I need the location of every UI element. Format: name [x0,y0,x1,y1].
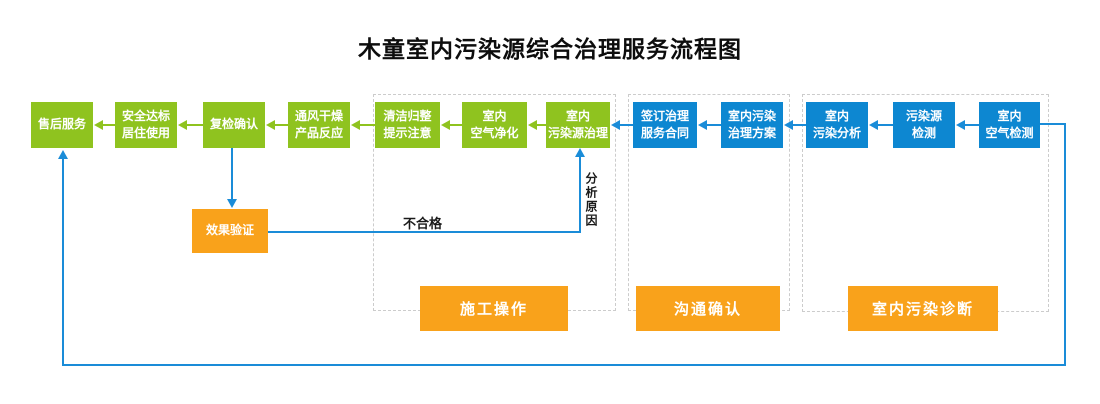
node-contract: 签订治理 服务合同 [633,102,697,148]
node-effect-verify: 效果验证 [192,209,268,253]
node-plan: 室内污染 治理方案 [721,102,783,148]
section-label-communication: 沟通确认 [636,286,780,331]
connector-verify-vertical [579,157,581,233]
arrow-left-icon [611,120,620,130]
connector-recheck-to-safe [186,124,203,126]
arrow-left-icon [698,120,707,130]
node-ventilation: 通风干燥 产品反应 [288,102,350,148]
arrow-left-icon [266,120,275,130]
connector-recheck-to-verify [231,148,233,200]
section-label-construction: 施工操作 [420,286,568,331]
connector-sourcetest-to-analysis [877,124,893,126]
connector-treat-to-purify [536,124,546,126]
node-recheck: 复检确认 [203,102,265,148]
arrow-left-icon [351,120,360,130]
arrow-left-icon [869,120,878,130]
arrow-left-icon [178,120,187,130]
connector-loop-top [1040,123,1066,125]
arrow-up-icon [575,148,585,157]
arrow-left-icon [441,120,450,130]
connector-ventilation-to-recheck [274,124,288,126]
connector-cleanup-to-ventilation [359,124,375,126]
arrow-left-icon [784,120,793,130]
arrow-up-icon [58,150,68,159]
connector-loop-right [1064,123,1066,366]
connector-verify-horizontal [267,231,581,233]
connector-airtest-to-sourcetest [964,124,979,126]
node-analysis: 室内 污染分析 [806,102,868,148]
arrow-left-icon [94,120,103,130]
edge-label-unqualified: 不合格 [403,216,443,231]
node-source-treat: 室内 污染源治理 [546,102,610,148]
node-safe-living: 安全达标 居住使用 [115,102,177,148]
node-after-sales: 售后服务 [31,102,93,148]
connector-purify-to-cleanup [449,124,462,126]
arrow-down-icon [227,199,237,208]
edge-label-analyze-reason: 分析原因 [584,172,598,228]
node-air-test: 室内 空气检测 [979,102,1040,148]
section-label-diagnosis: 室内污染诊断 [848,286,998,331]
connector-loop-bottom [62,364,1066,366]
connector-analysis-to-plan [792,124,806,126]
node-air-purify: 室内 空气净化 [462,102,527,148]
page-title: 木童室内污染源综合治理服务流程图 [358,36,742,62]
arrow-left-icon [956,120,965,130]
connector-contract-to-treat [619,124,633,126]
arrow-left-icon [528,120,537,130]
connector-plan-to-contract [706,124,721,126]
node-source-test: 污染源 检测 [893,102,955,148]
connector-loop-left [62,159,64,366]
connector-safe-to-aftersales [102,124,115,126]
node-cleanup: 清洁归整 提示注意 [375,102,440,148]
